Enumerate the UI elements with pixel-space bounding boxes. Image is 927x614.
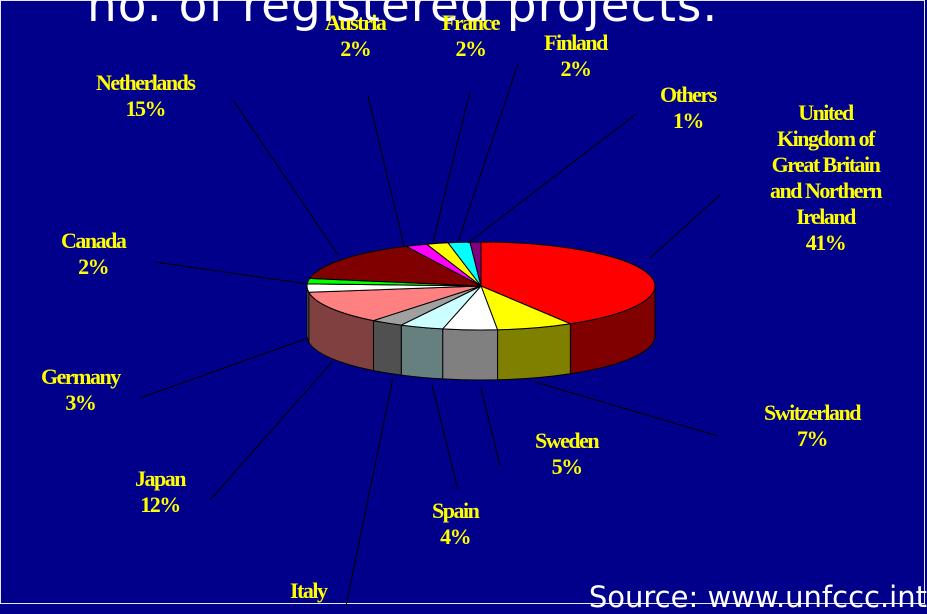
slice-percent: 41% — [805, 230, 847, 255]
slice-name: Spain — [432, 498, 480, 523]
leader-line-spain — [431, 384, 459, 491]
slice-netherlands — [308, 245, 482, 287]
slice-percent: 3% — [65, 390, 96, 415]
slice-name: Finland — [544, 30, 608, 55]
slice-side-spain — [400, 324, 444, 380]
slice-side-switzerland — [497, 323, 571, 381]
leader-line-canada — [154, 261, 309, 285]
slice-united-kingdom-of-great-britain-and-northern-ireland — [480, 241, 656, 325]
source-note: Source: www.unfccc.int — [588, 580, 927, 614]
slice-japan — [307, 285, 482, 322]
slice-name: Canada — [61, 228, 127, 253]
slice-percent: 4% — [440, 524, 472, 549]
slice-percent: 5% — [551, 454, 584, 479]
slice-name: Netherlands — [96, 70, 196, 95]
slice-percent: 7% — [796, 426, 828, 451]
slice-percent: 12% — [140, 492, 181, 517]
leader-line-japan — [209, 361, 333, 501]
slice-label-united-kingdom-of-great-britain-and-northern-ireland: United Kingdom of Great Britain and Nort… — [770, 100, 882, 256]
slice-name: Sweden — [535, 428, 600, 453]
leader-line-united-kingdom-of-great-britain-and-northern-ireland — [649, 194, 721, 259]
slice-percent: 2% — [78, 254, 110, 279]
slice-percent: 15% — [125, 96, 166, 121]
slice-name: Austria — [325, 10, 387, 35]
slice-name: Italy — [290, 578, 328, 603]
slice-side-germany — [306, 285, 310, 345]
slice-side-sweden — [442, 328, 499, 381]
slice-name: France — [442, 10, 500, 35]
slice-percent: 2% — [455, 36, 486, 61]
leader-line-france — [432, 91, 471, 243]
slice-name: Germany — [41, 364, 121, 389]
chart-title: no. of registered projects. — [87, 0, 719, 33]
slice-percent: 2% — [340, 36, 372, 61]
leader-line-finland — [457, 63, 519, 243]
leader-line-sweden — [480, 387, 501, 467]
slice-side-italy — [372, 319, 402, 376]
leader-line-netherlands — [232, 99, 339, 256]
slice-label-italy: Italy — [290, 578, 328, 604]
slice-name: Others — [660, 82, 717, 107]
leader-line-switzerland — [534, 381, 719, 437]
slice-percent: 1% — [672, 108, 704, 133]
leader-line-germany — [139, 337, 309, 399]
leader-line-italy — [345, 377, 394, 606]
slice-name: United Kingdom of Great Britain and Nort… — [770, 100, 882, 229]
leader-line-others — [467, 113, 637, 244]
slice-name: Japan — [135, 466, 186, 491]
leader-line-austria — [367, 95, 405, 247]
slice-name: Switzerland — [764, 400, 861, 425]
slice-percent: 2% — [560, 56, 591, 81]
